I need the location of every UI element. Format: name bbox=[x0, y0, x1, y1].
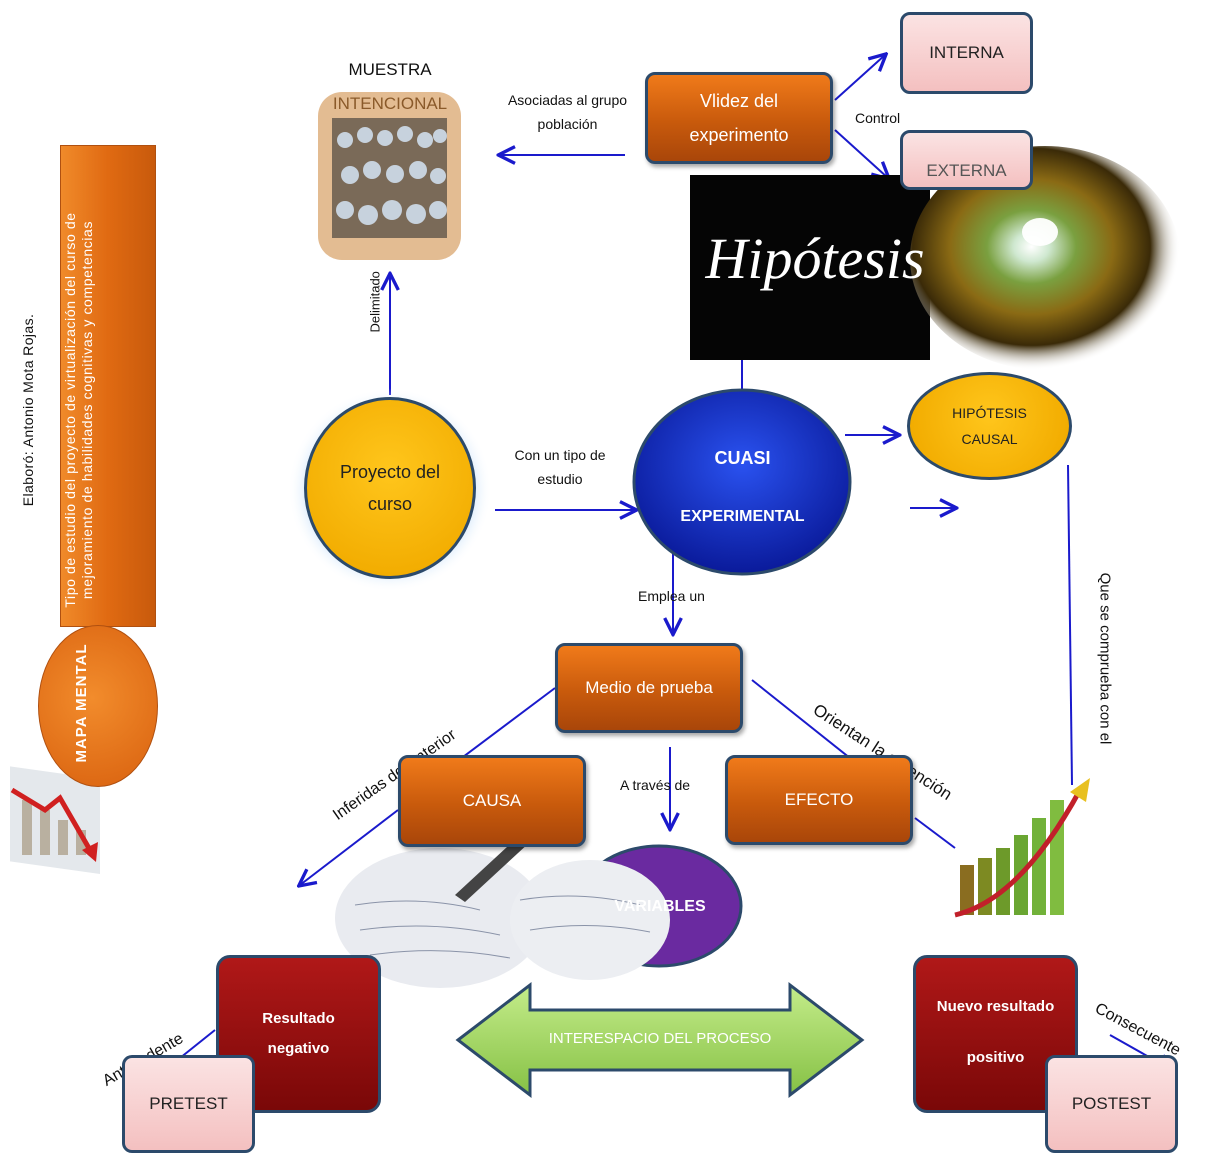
muestra-title: MUESTRA bbox=[348, 60, 432, 79]
medio-box: Medio de prueba bbox=[555, 643, 743, 733]
emplea-label: Emplea un bbox=[638, 588, 705, 604]
efecto-box: EFECTO bbox=[725, 755, 913, 845]
interna-box: INTERNA bbox=[900, 12, 1033, 94]
con-un-tipo-label: Con un tipo de estudio bbox=[514, 447, 606, 487]
interespacio-label: INTERESPACIO DEL PROCESO bbox=[548, 1030, 772, 1047]
muestra-subtitle: INTENCIONAL bbox=[332, 94, 448, 113]
declining-chart-image bbox=[10, 766, 100, 875]
eye-image bbox=[910, 146, 1180, 370]
mapa-mental-circle bbox=[38, 625, 158, 787]
control-label: Control bbox=[855, 110, 901, 126]
mapa-mental-text: MAPA MENTAL bbox=[73, 643, 90, 763]
asociadas-label: Asociadas al grupo población bbox=[507, 92, 628, 132]
side-banner-text: Tipo de estudio del proyecto de virtuali… bbox=[62, 212, 95, 608]
externa-box: EXTERNA bbox=[900, 130, 1033, 190]
interespacio-arrow bbox=[455, 981, 865, 1099]
pretest-box: PRETEST bbox=[122, 1055, 255, 1153]
cuasi-ellipse bbox=[632, 388, 852, 576]
proyecto-node: Proyecto del curso bbox=[304, 397, 476, 579]
postest-box: POSTEST bbox=[1045, 1055, 1178, 1153]
hipotesis-causal-node: HIPÓTESIS CAUSAL bbox=[907, 372, 1072, 480]
que-se-comprueba-label: Que se comprueba con el bbox=[1096, 572, 1114, 745]
validez-box: Vlidez del experimento bbox=[645, 72, 833, 164]
nuevo-resultado-line1: Nuevo resultado bbox=[936, 998, 1055, 1015]
causa-box: CAUSA bbox=[398, 755, 586, 847]
hipotesis-black-panel bbox=[690, 175, 930, 360]
nuevo-resultado-line2: positivo bbox=[966, 1049, 1025, 1066]
externa-label: EXTERNA bbox=[926, 161, 1007, 180]
delimitado-label: Delimitado bbox=[367, 271, 383, 333]
cuasi-line1: CUASI bbox=[714, 448, 771, 468]
a-traves-label: A través de bbox=[620, 777, 691, 793]
cuasi-line2: EXPERIMENTAL bbox=[680, 508, 805, 525]
author-credit: Elaboró: Antonio Mota Rojas. bbox=[20, 313, 36, 507]
variables-label: VARIABLES bbox=[614, 898, 706, 915]
growth-chart-image bbox=[954, 778, 1090, 918]
hipotesis-image-text: Hipótesis bbox=[705, 226, 925, 291]
side-banner bbox=[60, 145, 156, 627]
